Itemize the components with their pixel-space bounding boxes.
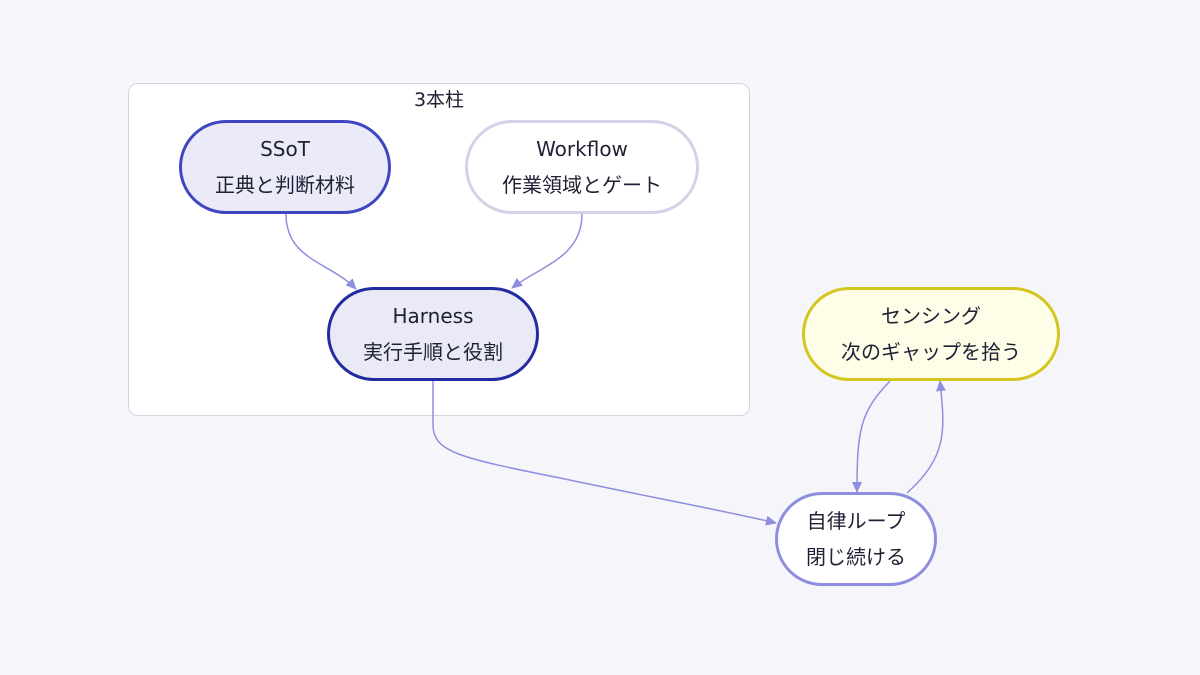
- edge-workflow-to-harness: [511, 213, 583, 289]
- edge-ssot-to-harness: [285, 213, 357, 290]
- node-autonomous-loop: 自律ループ 閉じ続ける: [775, 492, 937, 586]
- node-loop-title: 自律ループ: [806, 509, 906, 533]
- node-harness: Harness 実行手順と役割: [327, 287, 539, 381]
- node-harness-subtitle: 実行手順と役割: [363, 340, 503, 364]
- node-workflow-title: Workflow: [536, 137, 628, 161]
- edge-loop-to-sensing: [906, 380, 946, 494]
- node-ssot: SSoT 正典と判断材料: [179, 120, 391, 214]
- node-sensing: センシング 次のギャップを拾う: [802, 287, 1060, 381]
- node-workflow-subtitle: 作業領域とゲート: [502, 173, 662, 197]
- node-ssot-subtitle: 正典と判断材料: [215, 173, 355, 197]
- node-loop-subtitle: 閉じ続ける: [806, 545, 906, 569]
- group-title: 3本柱: [413, 89, 465, 111]
- node-workflow: Workflow 作業領域とゲート: [465, 120, 699, 214]
- node-sensing-subtitle: 次のギャップを拾う: [841, 340, 1021, 364]
- edge-harness-to-loop: [432, 381, 777, 526]
- node-sensing-title: センシング: [881, 304, 981, 328]
- node-harness-title: Harness: [392, 304, 474, 328]
- edge-sensing-to-loop: [852, 380, 891, 493]
- node-ssot-title: SSoT: [260, 137, 310, 161]
